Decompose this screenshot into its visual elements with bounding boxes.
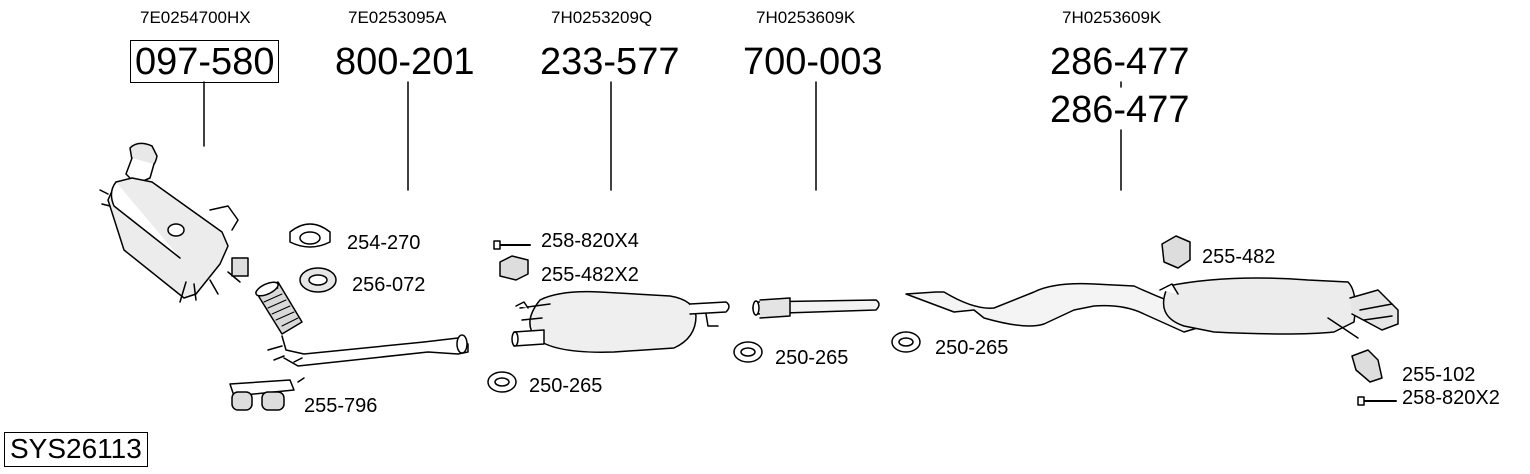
- accessory-label-bracket[interactable]: 255-102: [1402, 364, 1476, 386]
- accessory-label-mount[interactable]: 255-796: [304, 395, 378, 417]
- accessory-label-clamp[interactable]: 250-265: [775, 347, 849, 369]
- accessory-label-bolt[interactable]: 258-820X2: [1402, 387, 1500, 409]
- part-number-link[interactable]: 800-201: [335, 41, 475, 83]
- accessory-label-hanger[interactable]: 255-482X2: [541, 264, 639, 286]
- accessory-label-clamp[interactable]: 250-265: [529, 375, 603, 397]
- accessory-label-clamp[interactable]: 250-265: [935, 337, 1009, 359]
- rubber-mount-icon: [229, 379, 295, 411]
- front-pipe-part: [255, 281, 469, 383]
- oem-code: 7H0253609K: [1062, 8, 1162, 27]
- hanger-icon: [1161, 235, 1191, 269]
- particulate-filter-part: [99, 142, 249, 303]
- part-number-link[interactable]: 286-477: [1050, 41, 1190, 83]
- leader-lines: [203, 81, 1122, 191]
- oem-code: 7H0253209Q: [551, 8, 653, 27]
- oem-code: 7H0253609K: [756, 8, 856, 27]
- clamp-icon: [487, 371, 517, 393]
- oem-code: 7E0254700HX: [140, 8, 251, 27]
- gasket-icon: [299, 267, 337, 293]
- part-number-link-alt[interactable]: 286-477: [1050, 89, 1190, 131]
- centre-silencer-part: [511, 290, 730, 353]
- part-number-link[interactable]: 700-003: [743, 41, 883, 83]
- accessory-label-bolt[interactable]: 258-820X4: [541, 230, 639, 252]
- oem-code: 7E0253095A: [348, 8, 447, 27]
- bracket-icon: [1351, 349, 1383, 383]
- bolt-icon: [493, 240, 531, 250]
- intermediate-pipe-part: [752, 297, 880, 319]
- part-number-link[interactable]: 233-577: [540, 41, 680, 83]
- clamp-icon: [289, 223, 331, 248]
- clamp-icon: [891, 331, 921, 353]
- part-number-link[interactable]: 097-580: [130, 40, 280, 83]
- bolt-icon: [1357, 396, 1397, 406]
- clamp-icon: [733, 341, 763, 363]
- hanger-icon: [499, 255, 529, 281]
- accessory-label-gasket[interactable]: 256-072: [352, 274, 426, 296]
- accessory-label-clamp[interactable]: 254-270: [347, 232, 421, 254]
- rear-silencer-part: [905, 277, 1399, 339]
- accessory-label-hanger[interactable]: 255-482: [1202, 246, 1276, 268]
- system-code: SYS26113: [4, 432, 148, 467]
